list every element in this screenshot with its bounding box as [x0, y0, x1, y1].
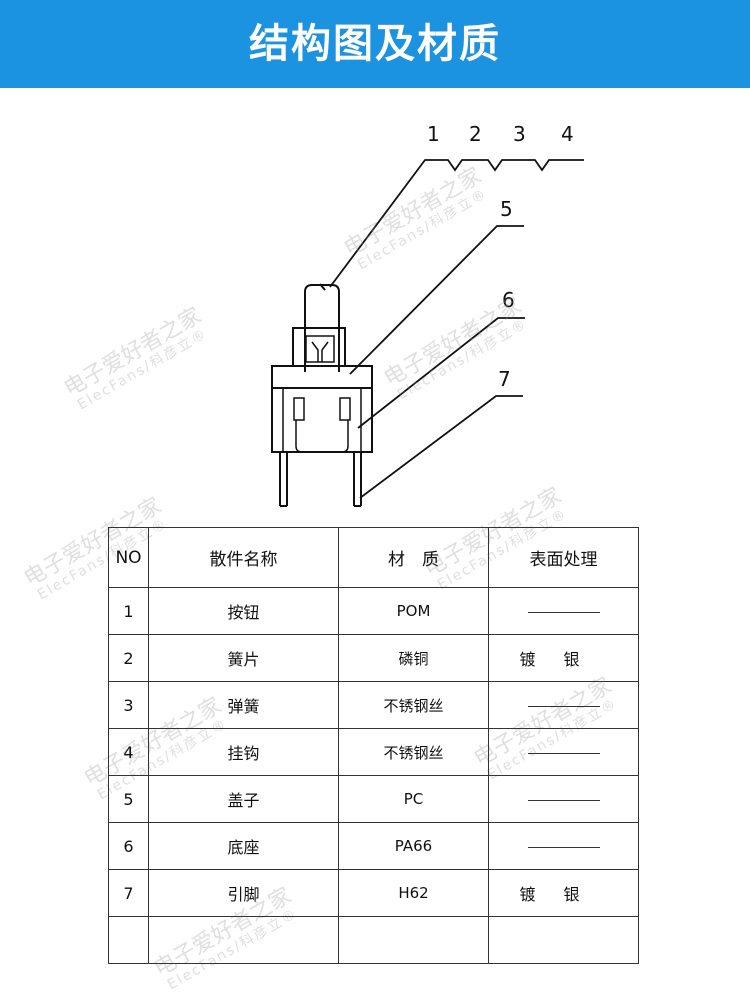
cell-name: 引脚	[148, 869, 339, 917]
cell-surface: 镀银	[488, 634, 639, 682]
table-row: 3 弹簧 不锈钢丝	[108, 681, 639, 729]
cell-no: 3	[108, 681, 149, 729]
cell-name: 盖子	[148, 775, 339, 823]
structure-diagram: 1 2 3 4 5 6 7	[0, 88, 750, 518]
parts-material-table: NO 散件名称 材 质 表面处理 1 按钮 POM 2 簧片 磷铜 镀银 3 弹…	[108, 527, 639, 964]
callout-7: 7	[498, 367, 511, 391]
cell-name: 按钮	[148, 587, 339, 635]
dash-line	[527, 799, 600, 801]
cell-surface: 镀银	[488, 869, 639, 917]
cell-surface	[488, 681, 639, 729]
header-surface-treatment: 表面处理	[488, 527, 639, 588]
cell-material	[338, 916, 489, 964]
callout-1: 1	[427, 122, 440, 146]
cell-surface	[488, 916, 639, 964]
cell-surface	[488, 775, 639, 823]
cell-surface	[488, 587, 639, 635]
dash-line	[527, 705, 600, 707]
cell-no: 1	[108, 587, 149, 635]
dash-line	[527, 752, 600, 754]
cell-material: H62	[338, 869, 489, 917]
cell-no: 7	[108, 869, 149, 917]
table-row: 7 引脚 H62 镀银	[108, 869, 639, 917]
header-material: 材 质	[338, 527, 489, 588]
callout-4: 4	[561, 122, 574, 146]
cell-name: 挂钩	[148, 728, 339, 776]
cell-surface	[488, 822, 639, 870]
dash-line	[527, 611, 600, 613]
switch-drawing: 1 2 3 4 5 6 7	[271, 122, 584, 507]
page-header: 结构图及材质	[0, 0, 750, 88]
header-no: NO	[108, 527, 149, 588]
dash-line	[527, 846, 600, 848]
table-row: 4 挂钩 不锈钢丝	[108, 728, 639, 776]
table-header-row: NO 散件名称 材 质 表面处理	[108, 527, 639, 588]
cell-name: 簧片	[148, 634, 339, 682]
cell-surface	[488, 728, 639, 776]
callout-2: 2	[469, 122, 482, 146]
table-row	[108, 916, 639, 964]
cell-name: 弹簧	[148, 681, 339, 729]
cell-no: 4	[108, 728, 149, 776]
cell-material: POM	[338, 587, 489, 635]
cell-name: 底座	[148, 822, 339, 870]
cell-no: 5	[108, 775, 149, 823]
cell-material: 磷铜	[338, 634, 489, 682]
table-row: 2 簧片 磷铜 镀银	[108, 634, 639, 682]
cell-name	[148, 916, 339, 964]
callout-6: 6	[502, 288, 515, 312]
cell-material: 不锈钢丝	[338, 681, 489, 729]
callout-3: 3	[513, 122, 526, 146]
cell-no	[108, 916, 149, 964]
cell-material: PA66	[338, 822, 489, 870]
table-row: 5 盖子 PC	[108, 775, 639, 823]
cell-material: PC	[338, 775, 489, 823]
table-row: 1 按钮 POM	[108, 587, 639, 635]
table-row: 6 底座 PA66	[108, 822, 639, 870]
cell-no: 6	[108, 822, 149, 870]
cell-no: 2	[108, 634, 149, 682]
cell-material: 不锈钢丝	[338, 728, 489, 776]
callout-5: 5	[500, 197, 513, 221]
header-part-name: 散件名称	[148, 527, 339, 588]
page-title: 结构图及材质	[249, 21, 501, 67]
